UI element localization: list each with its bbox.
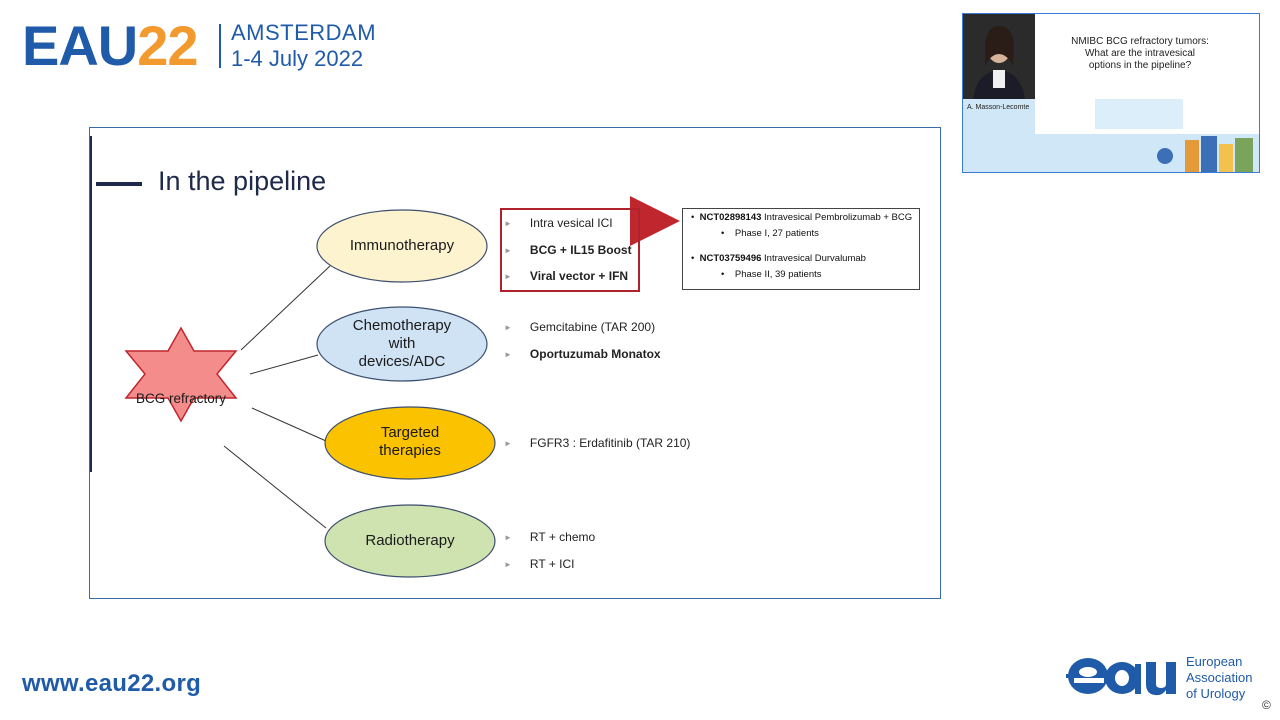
label-immunotherapy: Immunotherapy <box>317 237 487 255</box>
connector-radiotherapy <box>223 445 327 529</box>
bullet-arrow-icon: ► <box>504 272 512 282</box>
mini-congress-logo <box>1095 99 1183 129</box>
trial-bullet: • <box>691 253 700 264</box>
bullet-item: ► FGFR3 : Erdafitinib (TAR 210) <box>504 436 690 450</box>
label-radiotherapy: Radiotherapy <box>325 532 495 550</box>
talk-title: NMIBC BCG refractory tumors: What are th… <box>1055 36 1225 72</box>
trial-entry: • NCT02898143 Intravesical Pembrolizumab… <box>691 212 912 223</box>
speaker-name: A. Masson-Lecomte <box>967 104 1030 111</box>
logo-year-text: 22 <box>137 14 198 77</box>
org-name-line: of Urology <box>1186 686 1246 701</box>
immunotherapy-highlight-box <box>500 208 640 292</box>
bullet-arrow-icon: ► <box>504 560 512 570</box>
connector-chemotherapy <box>249 354 319 375</box>
connector-targeted <box>251 407 327 442</box>
label-chemotherapy: Chemotherapy with devices/ADC <box>317 317 487 371</box>
congress-city: AMSTERDAM <box>231 20 377 45</box>
diagram-canvas <box>124 196 680 578</box>
trial-desc: Intravesical Durvalumab <box>764 253 866 264</box>
label-targeted: Targeted therapies <box>325 424 495 460</box>
ellipse-targeted <box>324 406 496 480</box>
connector-immunotherapy <box>240 265 331 351</box>
ellipse-radiotherapy <box>324 504 496 578</box>
copyright-icon: © <box>1262 698 1271 712</box>
congress-dates: 1-4 July 2022 <box>231 46 364 71</box>
label-line: Immunotherapy <box>349 237 455 254</box>
title-accent-line <box>96 182 142 186</box>
bcg-refractory-label: BCG refractory <box>135 391 227 406</box>
bullet-arrow-icon: ► <box>504 246 512 256</box>
slide-title: In the pipeline <box>158 166 327 196</box>
bullet-item: ► Oportuzumab Monatox <box>504 347 661 361</box>
trial-entry: • NCT03759496 Intravesical Durvalumab <box>691 253 866 264</box>
bullet-item: ► BCG + IL15 Boost <box>504 243 632 257</box>
presentation-slide: In the pipeline BCG refractory Immunothe… <box>89 127 941 599</box>
eau-logo-icon <box>1066 658 1176 696</box>
bcg-refractory-star <box>124 326 238 423</box>
logo-divider <box>219 24 221 68</box>
clinical-trials-box: • NCT02898143 Intravesical Pembrolizumab… <box>682 208 920 290</box>
ellipse-chemotherapy <box>316 306 488 382</box>
bullet-arrow-icon: ► <box>504 219 512 229</box>
trial-id: NCT02898143 <box>699 212 762 223</box>
eau-organisation-name: European Association of Urology <box>1186 654 1252 702</box>
bullet-text: FGFR3 : Erdafitinib (TAR 210) <box>529 436 691 450</box>
bullet-text: Gemcitabine (TAR 200) <box>529 320 656 334</box>
trial-sub-entry: • Phase II, 39 patients <box>721 269 822 280</box>
bullet-item: ► RT + chemo <box>504 530 595 544</box>
talk-title-line: NMIBC BCG refractory tumors: <box>1071 36 1209 47</box>
trial-bullet: • <box>721 228 735 239</box>
trial-sub-entry: • Phase I, 27 patients <box>721 228 819 239</box>
bullet-arrow-icon: ► <box>504 350 512 360</box>
congress-website-link[interactable]: www.eau22.org <box>22 670 202 697</box>
speaker-video[interactable]: A. Masson-Lecomte NMIBC BCG refractory t… <box>962 13 1260 173</box>
label-line: with <box>388 335 416 352</box>
bullet-arrow-icon: ► <box>504 323 512 333</box>
talk-title-line: What are the intravesical <box>1084 48 1196 59</box>
trial-bullet: • <box>721 269 735 280</box>
illustration-banner <box>1035 134 1259 172</box>
trial-desc: Intravesical Pembrolizumab + BCG <box>764 212 913 223</box>
eau22-logo: EAU22 <box>22 18 199 74</box>
bullet-arrow-icon: ► <box>504 533 512 543</box>
bullet-item: ► Intra vesical ICI <box>504 216 613 230</box>
org-name-line: European <box>1186 654 1243 669</box>
bullet-item: ► RT + ICI <box>504 557 575 571</box>
bullet-text: Oportuzumab Monatox <box>529 347 661 361</box>
bullet-text: Viral vector + IFN <box>529 269 629 283</box>
bullet-item: ► Gemcitabine (TAR 200) <box>504 320 655 334</box>
ellipse-immunotherapy <box>316 209 488 283</box>
label-line: devices/ADC <box>358 353 446 370</box>
speaker-name-strip <box>963 99 1035 172</box>
slide-accent-bar <box>90 136 92 472</box>
label-line: Chemotherapy <box>352 317 452 334</box>
trial-sub-text: Phase I, 27 patients <box>734 228 819 239</box>
talk-title-line: options in the pipeline? <box>1088 60 1192 71</box>
speaker-camera <box>963 14 1035 99</box>
bullet-text: BCG + IL15 Boost <box>529 243 632 257</box>
bullet-arrow-icon: ► <box>504 439 512 449</box>
label-line: therapies <box>379 442 441 459</box>
trial-bullet: • <box>691 212 700 223</box>
org-name-line: Association <box>1186 670 1253 685</box>
bullet-item: ► Viral vector + IFN <box>504 269 628 283</box>
bullet-text: Intra vesical ICI <box>529 216 613 230</box>
bullet-text: RT + chemo <box>529 530 596 544</box>
bullet-text: RT + ICI <box>529 557 575 571</box>
label-line: Targeted <box>380 424 440 441</box>
logo-eau-text: EAU <box>22 14 138 77</box>
label-line: Radiotherapy <box>365 532 455 549</box>
trial-id: NCT03759496 <box>699 253 762 264</box>
trial-sub-text: Phase II, 39 patients <box>734 269 822 280</box>
